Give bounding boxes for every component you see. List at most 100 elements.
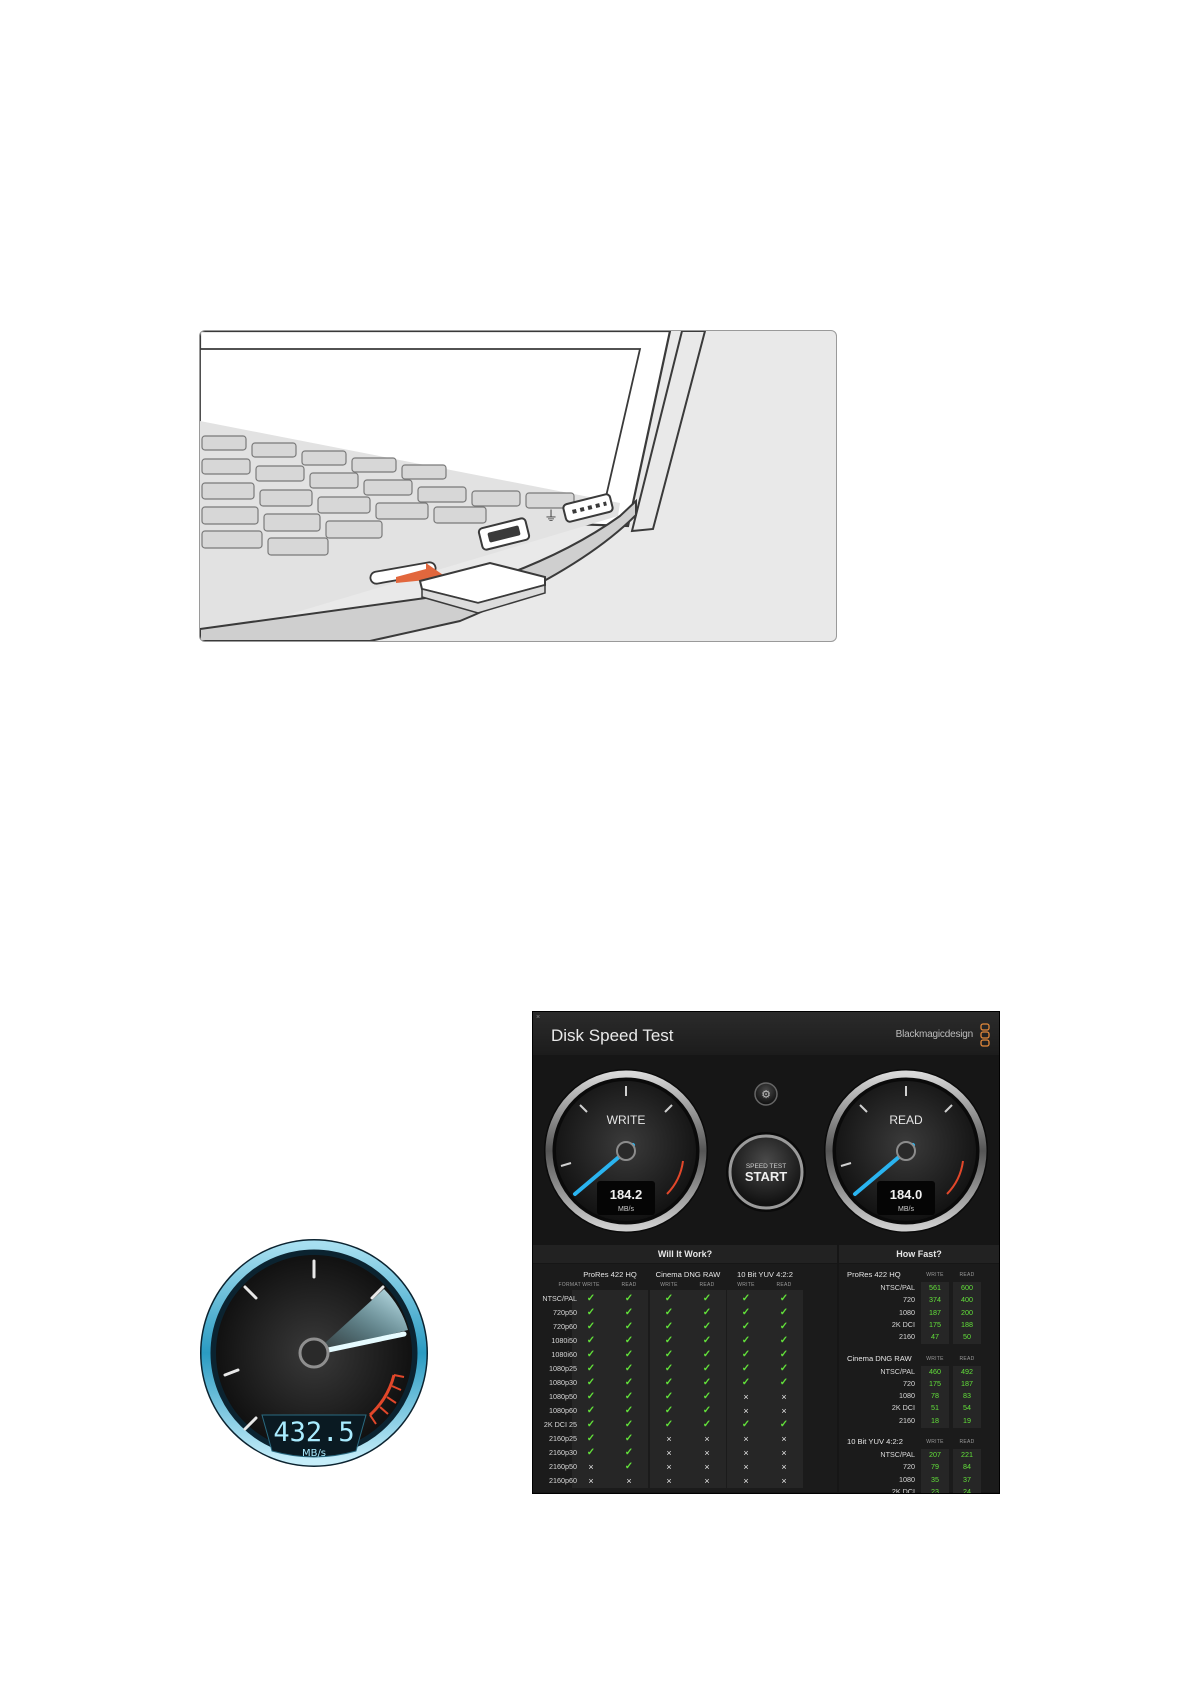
brand-logo-icon [980, 1023, 990, 1047]
check-icon: ✓ [741, 1377, 751, 1388]
cross-icon: × [704, 1434, 710, 1444]
check-icon: ✓ [779, 1307, 789, 1318]
read-speed-value: 54 [963, 1403, 971, 1413]
format-label: 2160p30 [549, 1448, 577, 1457]
cross-icon: × [666, 1434, 672, 1444]
check-icon: ✓ [702, 1335, 712, 1346]
read-column-header: READ [699, 1282, 715, 1288]
cross-icon: × [666, 1448, 672, 1458]
check-icon: ✓ [624, 1391, 634, 1402]
resolution-label: NTSC/PAL [880, 1366, 915, 1376]
write-column-header: WRITE [660, 1282, 678, 1288]
write-unit: MB/s [618, 1206, 634, 1213]
write-column-background [921, 1449, 949, 1493]
cross-icon: × [666, 1476, 672, 1486]
check-icon: ✓ [624, 1461, 634, 1472]
format-label: 1080p30 [549, 1378, 577, 1387]
check-icon: ✓ [741, 1293, 751, 1304]
read-speed-value: 37 [963, 1474, 971, 1484]
check-icon: ✓ [779, 1321, 789, 1332]
format-label: 1080i50 [551, 1336, 577, 1345]
title-bar: × Disk Speed Test Blackmagicdesign [533, 1012, 999, 1055]
check-icon: ✓ [779, 1377, 789, 1388]
cross-icon: × [588, 1476, 594, 1486]
start-button[interactable]: SPEED TEST START [726, 1132, 806, 1212]
read-speed-value: 19 [963, 1415, 971, 1425]
check-icon: ✓ [664, 1293, 674, 1304]
check-icon: ✓ [741, 1307, 751, 1318]
write-column-background [921, 1365, 949, 1428]
check-icon: ✓ [664, 1405, 674, 1416]
resolution-label: 2K DCI [891, 1486, 915, 1494]
cross-icon: × [743, 1406, 749, 1416]
column-group-background [650, 1290, 726, 1488]
check-icon: ✓ [741, 1419, 751, 1430]
check-icon: ✓ [702, 1307, 712, 1318]
check-icon: ✓ [624, 1349, 634, 1360]
read-speed-value: 600 [961, 1283, 973, 1292]
read-speed-value: 84 [963, 1462, 971, 1472]
check-icon: ✓ [624, 1335, 634, 1346]
write-speed-value: 23 [931, 1486, 939, 1494]
check-icon: ✓ [702, 1377, 712, 1388]
cross-icon: × [743, 1448, 749, 1458]
cross-icon: × [781, 1406, 787, 1416]
read-value: 184.0 [890, 1187, 923, 1202]
cross-icon: × [781, 1476, 787, 1486]
write-label: WRITE [607, 1113, 646, 1127]
check-icon: ✓ [586, 1321, 596, 1332]
cross-icon: × [781, 1392, 787, 1402]
gauge-graphic-unit: MB/s [302, 1448, 326, 1459]
svg-text:⏚: ⏚ [544, 509, 558, 525]
check-icon: ✓ [779, 1363, 789, 1374]
read-column-header: READ [776, 1282, 792, 1288]
format-label: 720p60 [553, 1322, 577, 1331]
cross-icon: × [743, 1434, 749, 1444]
gauge-graphic-value: 432.5 [273, 1417, 354, 1448]
read-label: READ [889, 1113, 923, 1127]
format-group-name: ProRes 422 HQ [583, 1270, 637, 1279]
check-icon: ✓ [624, 1293, 634, 1304]
format-label: NTSC/PAL [542, 1294, 577, 1303]
read-speed-value: 50 [963, 1332, 971, 1342]
resolution-label: 720 [903, 1295, 915, 1305]
check-icon: ✓ [702, 1321, 712, 1332]
resolution-label: 720 [903, 1378, 915, 1388]
format-label: 2K DCI 25 [543, 1420, 577, 1429]
close-button[interactable]: × [536, 1014, 541, 1021]
read-speed-value: 83 [963, 1391, 971, 1401]
speed-gauge-graphic: 432.5 MB/s [198, 1237, 430, 1469]
column-group-background [727, 1290, 803, 1488]
check-icon: ✓ [702, 1405, 712, 1416]
gauges-area: WRITE 184.2 MB/s ⚙ SPEED TEST START [544, 1069, 988, 1233]
will-it-work-header: Will It Work? [533, 1245, 837, 1263]
read-speed-value: 400 [961, 1295, 973, 1305]
laptop-drawing: ⏚ [200, 331, 707, 641]
cross-icon: × [781, 1462, 787, 1472]
check-icon: ✓ [586, 1405, 596, 1416]
check-icon: ✓ [702, 1419, 712, 1430]
start-button-caption: SPEED TEST [746, 1163, 786, 1170]
read-speed-value: 24 [963, 1486, 971, 1494]
check-icon: ✓ [624, 1405, 634, 1416]
check-icon: ✓ [702, 1391, 712, 1402]
check-icon: ✓ [586, 1307, 596, 1318]
check-icon: ✓ [664, 1391, 674, 1402]
check-icon: ✓ [624, 1307, 634, 1318]
check-icon: ✓ [702, 1349, 712, 1360]
cross-icon: × [626, 1476, 632, 1486]
check-icon: ✓ [664, 1321, 674, 1332]
format-column-header: FORMAT [558, 1282, 581, 1288]
settings-button[interactable]: ⚙ [754, 1082, 778, 1106]
format-label: 1080p25 [549, 1364, 577, 1373]
format-label: 720p50 [553, 1308, 577, 1317]
write-speed-value: 51 [931, 1403, 939, 1413]
write-speed-value: 175 [929, 1319, 941, 1329]
write-column-header: WRITE [926, 1355, 944, 1362]
read-column-header: READ [959, 1272, 975, 1278]
resolution-label: NTSC/PAL [880, 1283, 915, 1292]
format-group-name: 10 Bit YUV 4:2:2 [736, 1270, 793, 1279]
column-group-background [572, 1290, 648, 1488]
